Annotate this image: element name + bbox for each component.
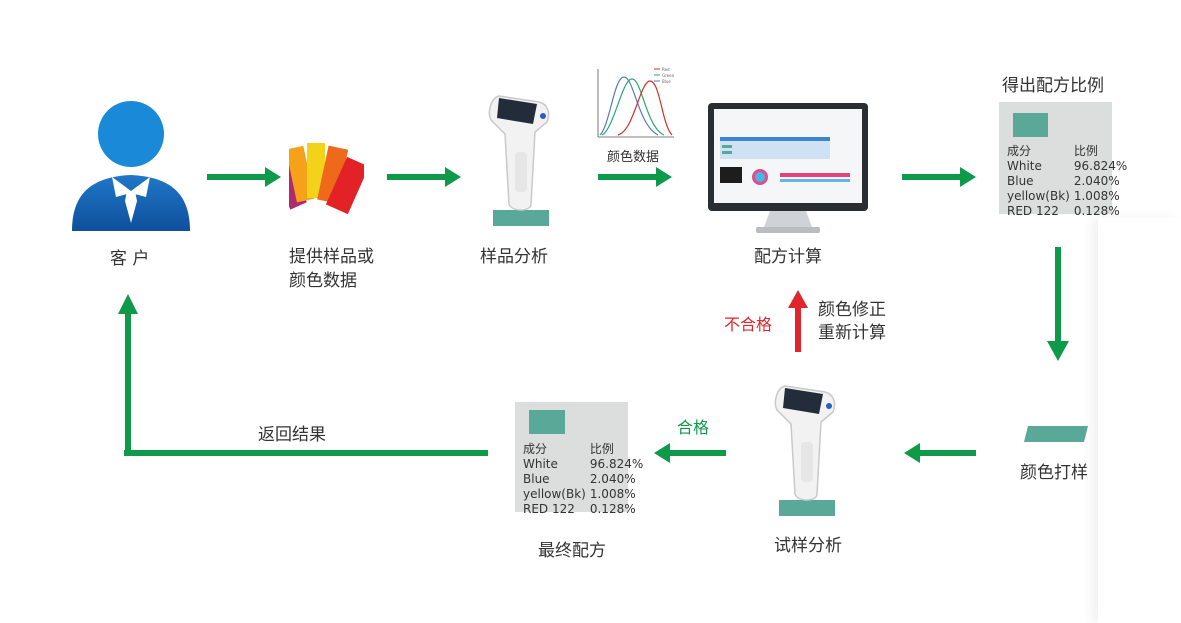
color-proof-label: 颜色打样 [1020,463,1088,483]
final-row-name: yellow(Bk) [523,487,586,501]
legend-red: Red [662,67,670,72]
return-result-label: 返回结果 [258,425,326,445]
ratio-card: 成分 比例 White 96.824% Blue 2.040% yellow(Bk)1… [999,102,1127,218]
side-panel [1098,218,1181,623]
provide-label-line2: 颜色数据 [289,271,357,291]
proof-swatch [1024,426,1088,442]
final-card: 成分 比例 White 96.824% Blue 2.040% yellow(Bk)1… [515,402,643,516]
final-row-name: White [523,457,558,471]
arrow-provide-to-analysis [387,167,461,187]
final-formula-label: 最终配方 [538,541,606,561]
arrow-fail-recalc [786,288,810,352]
pass-label: 合格 [677,418,710,437]
trial-analysis-label: 试样分析 [774,536,842,556]
final-row-name: Blue [523,472,550,486]
arrow-return-vertical [118,294,138,456]
ratio-row-name: yellow(Bk) [1007,189,1070,203]
final-row-name: RED 122 [523,502,575,516]
arrow-customer-to-provide [207,167,281,187]
arrow-proof-to-trial [904,443,976,463]
final-row-value: 0.128% [589,502,636,516]
color-swatch-fan-icon [269,140,369,215]
trial-spectrophotometer-icon [771,382,843,518]
final-table: 成分 比例 White 96.824% Blue 2.040% yellow(Bk)1… [521,442,645,517]
arrow-ratio-to-proof [1046,247,1070,363]
correct-label-line2: 重新计算 [818,323,886,343]
get-ratio-title: 得出配方比例 [1002,76,1104,96]
final-header-ratio: 比例 [589,442,614,456]
ratio-row-value: 96.824% [1073,159,1128,173]
final-row-value: 96.824% [589,457,644,471]
ratio-header-component: 成分 [1007,144,1032,158]
final-header-component: 成分 [523,442,548,456]
legend-blue: Blue [662,79,671,84]
arrow-return-horizontal [124,450,488,456]
ratio-row-name: RED 122 [1007,204,1059,218]
sample-analysis-label: 样品分析 [480,247,548,267]
final-swatch [529,410,565,434]
spectrophotometer-icon [485,92,557,228]
ratio-row-name: White [1007,159,1042,173]
arrow-trial-to-final [654,443,726,463]
arrow-analysis-to-calc [598,167,672,187]
ratio-row-value: 1.008% [1073,189,1120,203]
spectral-curves-chart: Red Green Blue [588,65,676,145]
final-row-value: 2.040% [589,472,636,486]
formula-calc-label: 配方计算 [754,247,822,267]
fail-label: 不合格 [724,315,773,334]
provide-label-line1: 提供样品或 [289,247,374,267]
ratio-row-name: Blue [1007,174,1034,188]
customer-icon [70,97,192,233]
ratio-row-value: 0.128% [1073,204,1120,218]
monitor-icon [708,103,868,233]
ratio-table: 成分 比例 White 96.824% Blue 2.040% yellow(Bk)1… [1005,144,1129,219]
correct-label-line1: 颜色修正 [818,300,886,320]
color-data-label: 颜色数据 [607,150,660,165]
ratio-header-ratio: 比例 [1073,144,1098,158]
final-row-value: 1.008% [589,487,636,501]
arrow-calc-to-ratio [902,167,976,187]
customer-label: 客 户 [110,249,150,269]
ratio-row-value: 2.040% [1073,174,1120,188]
legend-green: Green [662,73,675,78]
ratio-swatch [1013,113,1048,137]
